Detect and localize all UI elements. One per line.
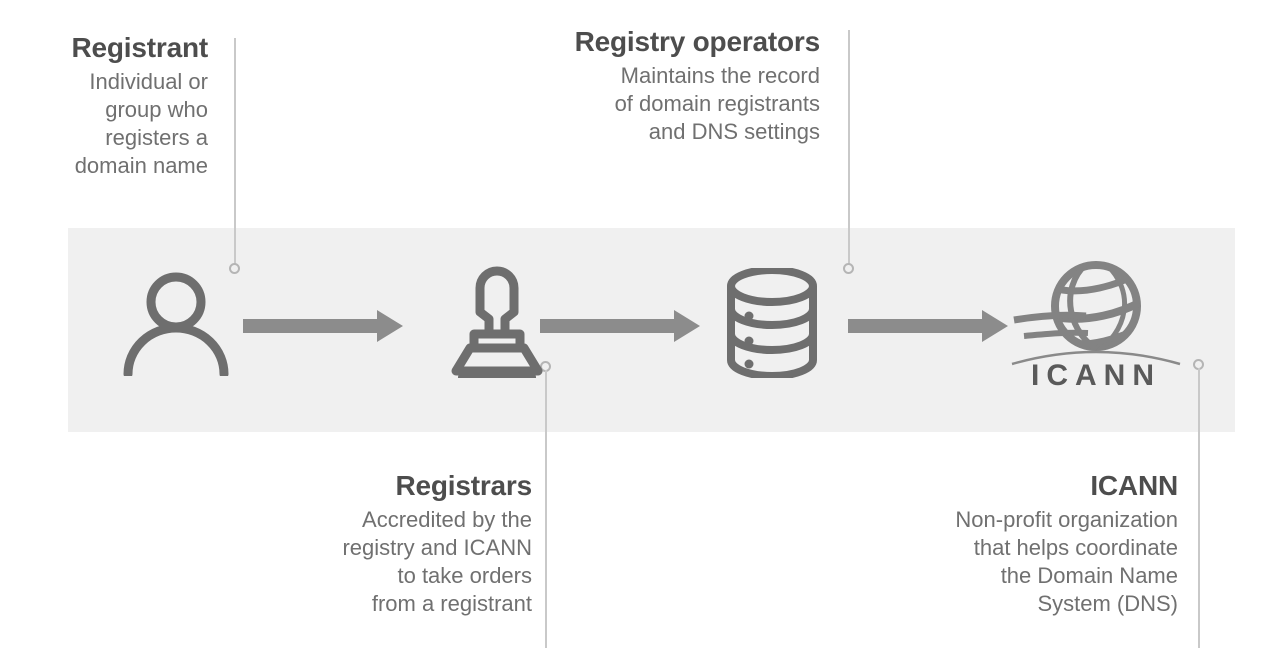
label-registrars-title: Registrars (395, 470, 532, 501)
icann-wordmark: ICANN (1031, 359, 1161, 386)
label-registrant-title: Registrant (71, 32, 209, 63)
leader-line-icann (1198, 368, 1200, 648)
label-registry-operators-title: Registry operators (574, 26, 821, 57)
arrow-registry-operators-to-icann (848, 310, 1008, 342)
leader-dot-registrant (229, 263, 240, 274)
label-registrant-description: Individual or group who registers a doma… (74, 68, 208, 179)
icann-globe-logo: ICANN (1011, 261, 1181, 386)
label-registry-operators: Registry operators Maintains the record … (510, 24, 821, 146)
person-icon (123, 272, 229, 376)
leader-line-registrant (234, 38, 236, 270)
database-icon (727, 268, 817, 378)
leader-line-registry-operators (848, 30, 850, 270)
arrow-registrant-to-registrars (243, 310, 403, 342)
label-registry-operators-description: Maintains the record of domain registran… (614, 62, 820, 145)
label-registrant: Registrant Individual or group who regis… (18, 30, 209, 180)
label-icann: ICANN Non-profit organization that helps… (878, 468, 1178, 618)
label-registrars: Registrars Accredited by the registry an… (292, 468, 532, 618)
label-icann-description: Non-profit organization that helps coord… (955, 506, 1178, 617)
stamp-icon (451, 266, 543, 378)
leader-line-registrars (545, 370, 547, 648)
label-icann-title: ICANN (1090, 470, 1178, 501)
leader-dot-registry-operators (843, 263, 854, 274)
arrow-registrars-to-registry-operators (540, 310, 700, 342)
label-registrars-description: Accredited by the registry and ICANN to … (342, 506, 532, 617)
